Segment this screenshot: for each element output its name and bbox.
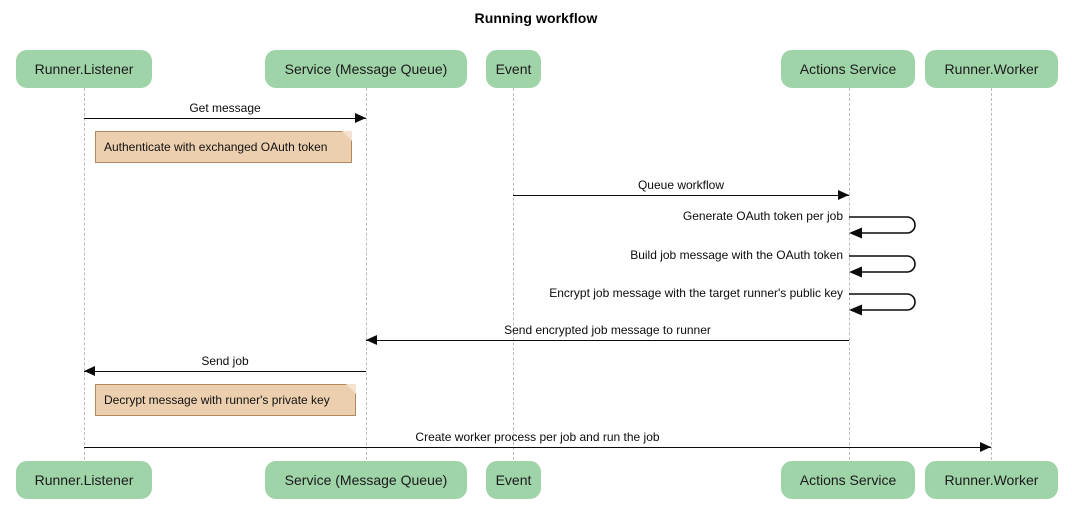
lifeline-service-message-queue [366, 88, 367, 460]
self-message-encrypt-job-message [849, 289, 919, 316]
message-line-get-message [84, 118, 366, 119]
participant-runner-listener-top[interactable]: Runner.Listener [16, 50, 152, 88]
lifeline-actions-service [849, 88, 850, 460]
message-label-queue-workflow: Queue workflow [637, 178, 725, 192]
self-message-generate-oauth-token [849, 212, 919, 239]
note-decrypt-note: Decrypt message with runner's private ke… [95, 384, 356, 416]
self-message-label-encrypt-job-message: Encrypt job message with the target runn… [549, 286, 843, 300]
message-label-get-message: Get message [189, 101, 261, 115]
message-line-send-job [84, 371, 366, 372]
participant-event-top[interactable]: Event [486, 50, 541, 88]
message-label-send-encrypted-job-message: Send encrypted job message to runner [504, 323, 711, 337]
lifeline-runner-listener [84, 88, 85, 460]
self-message-label-build-job-message: Build job message with the OAuth token [630, 248, 843, 262]
participant-event-bottom[interactable]: Event [486, 461, 541, 499]
participant-actions-service-bottom[interactable]: Actions Service [781, 461, 915, 499]
self-message-label-generate-oauth-token: Generate OAuth token per job [682, 209, 843, 223]
note-text-authenticate-note: Authenticate with exchanged OAuth token [104, 140, 328, 154]
lifeline-runner-worker [991, 88, 992, 460]
message-arrowhead-create-worker-process [980, 442, 991, 452]
message-arrowhead-queue-workflow [838, 190, 849, 200]
participant-runner-listener-bottom[interactable]: Runner.Listener [16, 461, 152, 499]
note-fold-icon [346, 384, 356, 394]
participant-actions-service-top[interactable]: Actions Service [781, 50, 915, 88]
participant-runner-worker-bottom[interactable]: Runner.Worker [925, 461, 1058, 499]
message-line-queue-workflow [513, 195, 849, 196]
message-arrowhead-send-job [84, 366, 95, 376]
note-authenticate-note: Authenticate with exchanged OAuth token [95, 131, 352, 163]
self-message-build-job-message [849, 251, 919, 278]
participant-service-message-queue-bottom[interactable]: Service (Message Queue) [265, 461, 467, 499]
message-arrowhead-send-encrypted-job-message [366, 335, 377, 345]
message-arrowhead-get-message [355, 113, 366, 123]
lifeline-event [513, 88, 514, 460]
note-text-decrypt-note: Decrypt message with runner's private ke… [104, 393, 330, 407]
diagram-title: Running workflow [474, 10, 598, 26]
message-label-send-job: Send job [201, 354, 249, 368]
message-line-create-worker-process [84, 447, 991, 448]
note-fold-icon [342, 131, 352, 141]
message-line-send-encrypted-job-message [366, 340, 849, 341]
participant-runner-worker-top[interactable]: Runner.Worker [925, 50, 1058, 88]
participant-service-message-queue-top[interactable]: Service (Message Queue) [265, 50, 467, 88]
message-label-create-worker-process: Create worker process per job and run th… [415, 430, 660, 444]
